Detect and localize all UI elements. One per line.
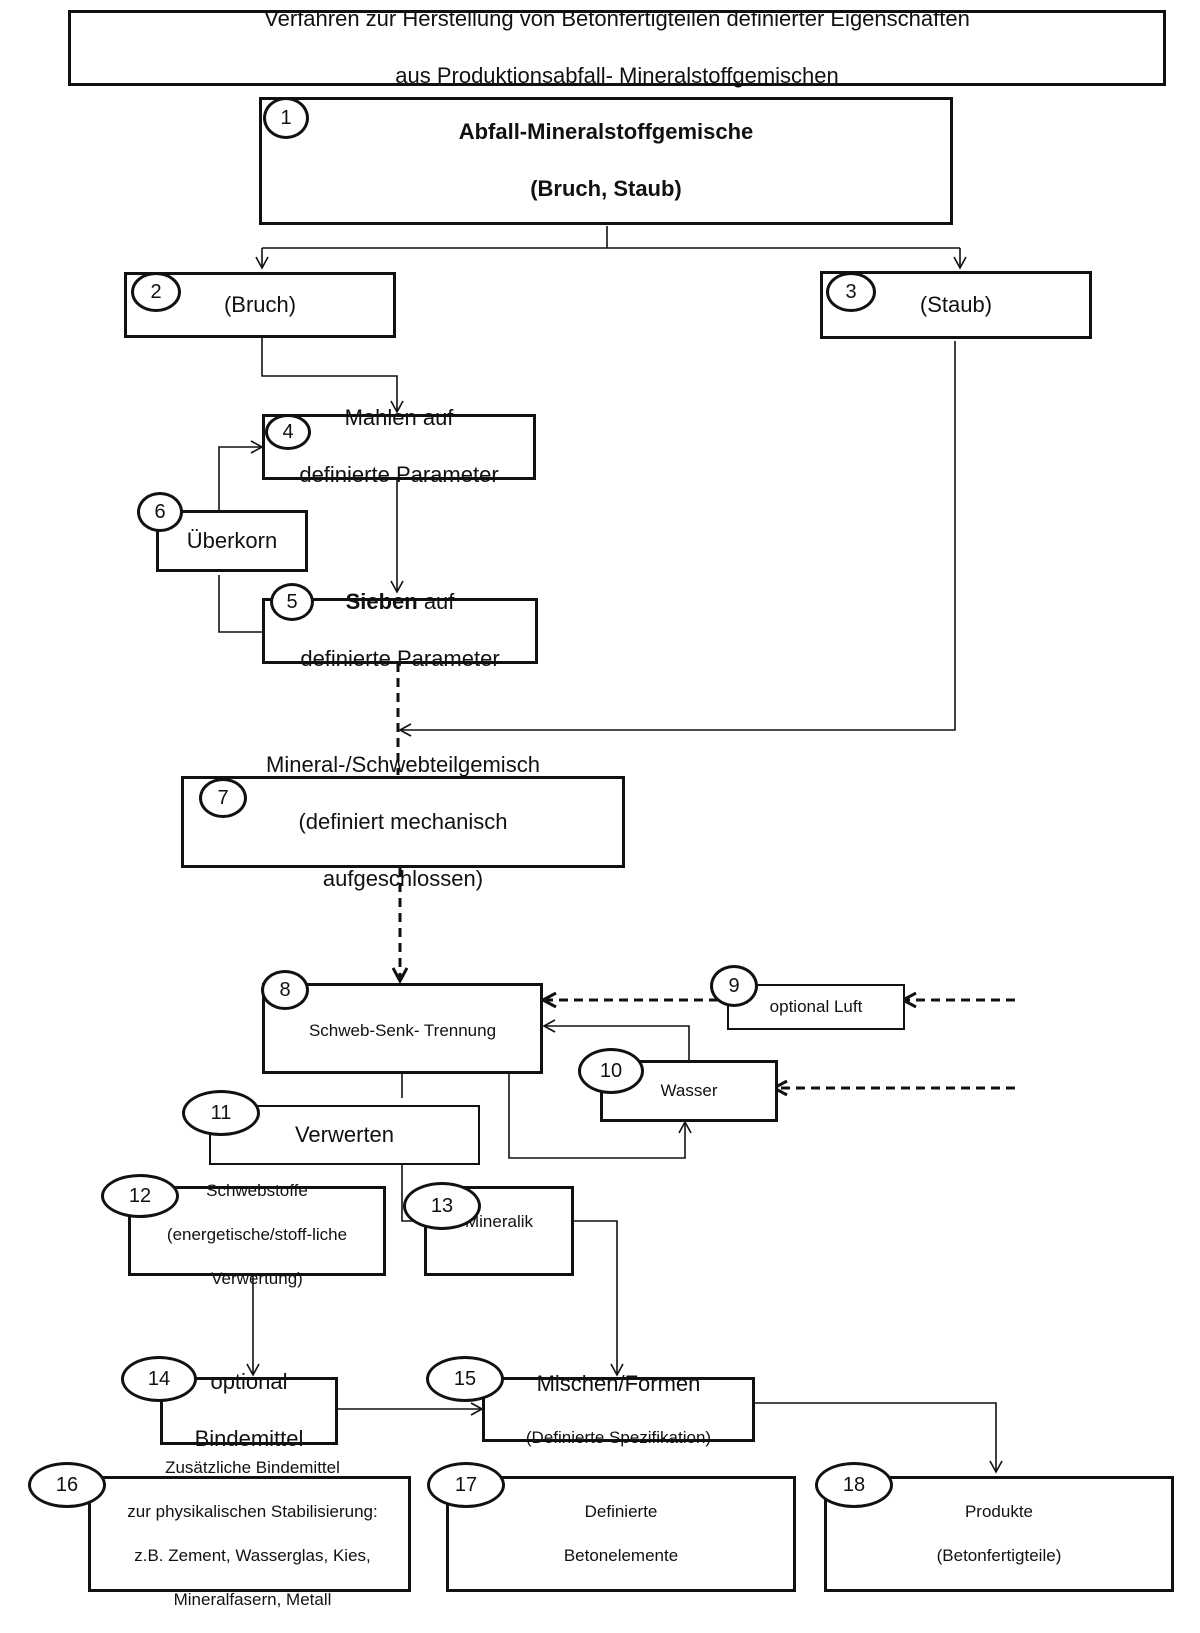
step-number-13: 13 <box>403 1182 481 1230</box>
step-number-2: 2 <box>131 272 181 312</box>
step-number-8: 8 <box>261 970 309 1010</box>
title-line-2: aus Produktionsabfall- Mineralstoffgemis… <box>395 63 839 89</box>
step-number-17: 17 <box>427 1462 505 1508</box>
step-number-6: 6 <box>137 492 183 532</box>
box-8-schweb-senk-trennung: Schweb-Senk- Trennung <box>262 983 543 1074</box>
step-number-7: 7 <box>199 778 247 818</box>
box-15-mischen-formen: Mischen/Formen (Definierte Spezifikation… <box>482 1371 755 1447</box>
arrow-13-to-15 <box>572 1220 624 1377</box>
arrow-3-to-merge <box>398 341 956 737</box>
sieben-bold: Sieben <box>345 589 418 615</box>
step-number-16: 16 <box>28 1462 106 1508</box>
step-number-18: 18 <box>815 1462 893 1508</box>
step-number-15: 15 <box>426 1356 504 1402</box>
step-number-5: 5 <box>270 583 314 621</box>
box-18-produkte: Produkte (Betonfertigteile) <box>824 1476 1174 1592</box>
box-6-ueberkorn: Überkorn <box>156 510 308 572</box>
box-4-mahlen: Mahlen auf definierte Parameter <box>262 405 536 487</box>
arrow-8-to-10 <box>508 1074 692 1159</box>
step-number-10: 10 <box>578 1048 644 1094</box>
step-number-4: 4 <box>265 414 311 450</box>
line-5-to-6 <box>218 575 262 633</box>
box-7-mineral-schwebteilgemisch: Mineral-/Schwebteilgemisch (definiert me… <box>181 752 625 891</box>
arrow-6-to-4 <box>218 440 264 510</box>
line-1-split <box>262 226 960 249</box>
title-box: Verfahren zur Herstellung von Betonferti… <box>68 6 1166 88</box>
box-17-definierte-betonelemente: Definierte Betonelemente <box>446 1476 796 1592</box>
step-number-12: 12 <box>101 1174 179 1218</box>
arrow-15-to-18 <box>753 1402 1003 1474</box>
step-number-14: 14 <box>121 1356 197 1402</box>
step-number-9: 9 <box>710 965 758 1007</box>
step-number-3: 3 <box>826 272 876 312</box>
step-number-1: 1 <box>263 97 309 139</box>
step-number-11: 11 <box>182 1090 260 1136</box>
arrow-2-to-4 <box>261 338 404 414</box>
box-1-abfall-mineralstoffgemische: Abfall-Mineralstoffgemische (Bruch, Stau… <box>259 97 953 225</box>
box-16-zusaetzliche-bindemittel: Zusätzliche Bindemittel zur physikalisch… <box>88 1458 411 1609</box>
title-line-1: Verfahren zur Herstellung von Betonferti… <box>264 6 970 32</box>
